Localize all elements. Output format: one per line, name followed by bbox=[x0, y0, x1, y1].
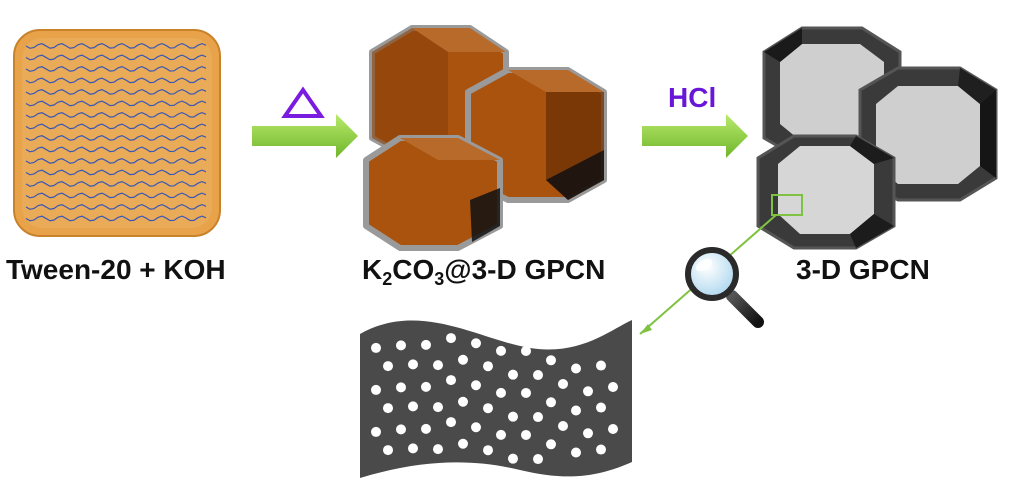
pore-dot bbox=[396, 424, 406, 435]
pore-dot bbox=[483, 445, 493, 456]
pore-dot bbox=[458, 396, 468, 407]
pore-dot bbox=[483, 361, 493, 372]
pore-dot bbox=[533, 370, 543, 381]
arrow-right-icon bbox=[642, 114, 748, 158]
polymer-chain bbox=[25, 111, 207, 118]
polymer-chain bbox=[25, 169, 207, 176]
pore-dot bbox=[446, 375, 456, 386]
precursor-square bbox=[13, 29, 221, 237]
arrow-right-icon bbox=[252, 114, 358, 158]
magnifier-icon bbox=[685, 247, 764, 328]
pore-dot bbox=[471, 380, 481, 391]
composite-label-sub2: 3 bbox=[434, 269, 445, 289]
pore-dot bbox=[371, 342, 381, 353]
pore-dot bbox=[371, 426, 381, 437]
hcl-label: HCl bbox=[668, 82, 717, 113]
pore-dot bbox=[521, 387, 531, 398]
pore-dot bbox=[471, 422, 481, 433]
pore-dot bbox=[596, 402, 606, 413]
pore-dot bbox=[596, 360, 606, 371]
triangle-icon bbox=[281, 86, 325, 118]
pore-dot bbox=[571, 363, 581, 374]
pore-dot bbox=[408, 443, 418, 454]
composite-label: K2CO3@3-D GPCN bbox=[362, 254, 605, 290]
pore-dot bbox=[508, 369, 518, 380]
pore-dot bbox=[608, 423, 618, 434]
polymer-chain bbox=[25, 77, 207, 84]
pore-dot bbox=[496, 429, 506, 440]
polymer-chain bbox=[25, 65, 207, 72]
zoom-arrowhead bbox=[640, 324, 652, 334]
pore-dot bbox=[471, 338, 481, 349]
pore-dot bbox=[483, 403, 493, 414]
pore-dot bbox=[433, 402, 443, 413]
pore-dot bbox=[546, 355, 556, 366]
pore-dot bbox=[396, 382, 406, 393]
polymer-chains bbox=[25, 42, 207, 222]
polymer-chain bbox=[25, 42, 207, 49]
pore-dot bbox=[446, 333, 456, 344]
pore-dot bbox=[458, 438, 468, 449]
pore-dot bbox=[408, 359, 418, 370]
pore-dot bbox=[433, 360, 443, 371]
pore-dot bbox=[421, 423, 431, 434]
polymer-chain bbox=[25, 123, 207, 130]
pore-dot bbox=[558, 379, 568, 390]
polymer-chain bbox=[25, 157, 207, 164]
pore-dot bbox=[533, 412, 543, 423]
pore-dot bbox=[571, 405, 581, 416]
pore-dot bbox=[371, 384, 381, 395]
polymer-chain bbox=[25, 192, 207, 199]
pore-dot bbox=[383, 445, 393, 456]
pore-dot bbox=[446, 417, 456, 428]
porous-sheet bbox=[360, 320, 632, 478]
composite-label-sub1: 2 bbox=[382, 269, 393, 289]
polymer-chain bbox=[25, 146, 207, 153]
pore-dot bbox=[508, 411, 518, 422]
pore-dot bbox=[546, 439, 556, 450]
pore-dot bbox=[458, 354, 468, 365]
pore-dot bbox=[496, 345, 506, 356]
pore-dot bbox=[583, 428, 593, 439]
precursor-label: Tween-20 + KOH bbox=[6, 254, 226, 285]
polymer-chain bbox=[25, 100, 207, 107]
product-label: 3-D GPCN bbox=[796, 254, 930, 285]
polymer-chain bbox=[25, 88, 207, 95]
pore-dot bbox=[421, 339, 431, 350]
pore-dot bbox=[596, 444, 606, 455]
pore-dot bbox=[396, 340, 406, 351]
pore-dot bbox=[496, 387, 506, 398]
pore-dot bbox=[383, 403, 393, 414]
pore-dot bbox=[608, 381, 618, 392]
pore-dot bbox=[521, 345, 531, 356]
pore-dot bbox=[433, 444, 443, 455]
polymer-chain bbox=[25, 215, 207, 222]
polymer-chain bbox=[25, 54, 207, 61]
pore-dot bbox=[521, 429, 531, 440]
product-hexagons bbox=[756, 26, 998, 250]
pore-dot bbox=[571, 447, 581, 458]
pore-dots bbox=[371, 333, 618, 465]
pore-dot bbox=[383, 361, 393, 372]
pore-dot bbox=[508, 453, 518, 464]
polymer-chain bbox=[25, 134, 207, 141]
pore-dot bbox=[533, 454, 543, 465]
composite-label-k: K bbox=[362, 254, 383, 285]
pore-dot bbox=[546, 397, 556, 408]
polymer-chain bbox=[25, 180, 207, 187]
pore-dot bbox=[408, 401, 418, 412]
polymer-chain bbox=[25, 203, 207, 210]
pore-dot bbox=[421, 381, 431, 392]
pore-dot bbox=[583, 386, 593, 397]
composite-label-co: CO bbox=[392, 254, 435, 285]
composite-label-rest: @3-D GPCN bbox=[444, 254, 606, 285]
composite-hexagons bbox=[363, 25, 607, 251]
zoom-box-icon bbox=[771, 194, 803, 216]
pore-dot bbox=[558, 421, 568, 432]
